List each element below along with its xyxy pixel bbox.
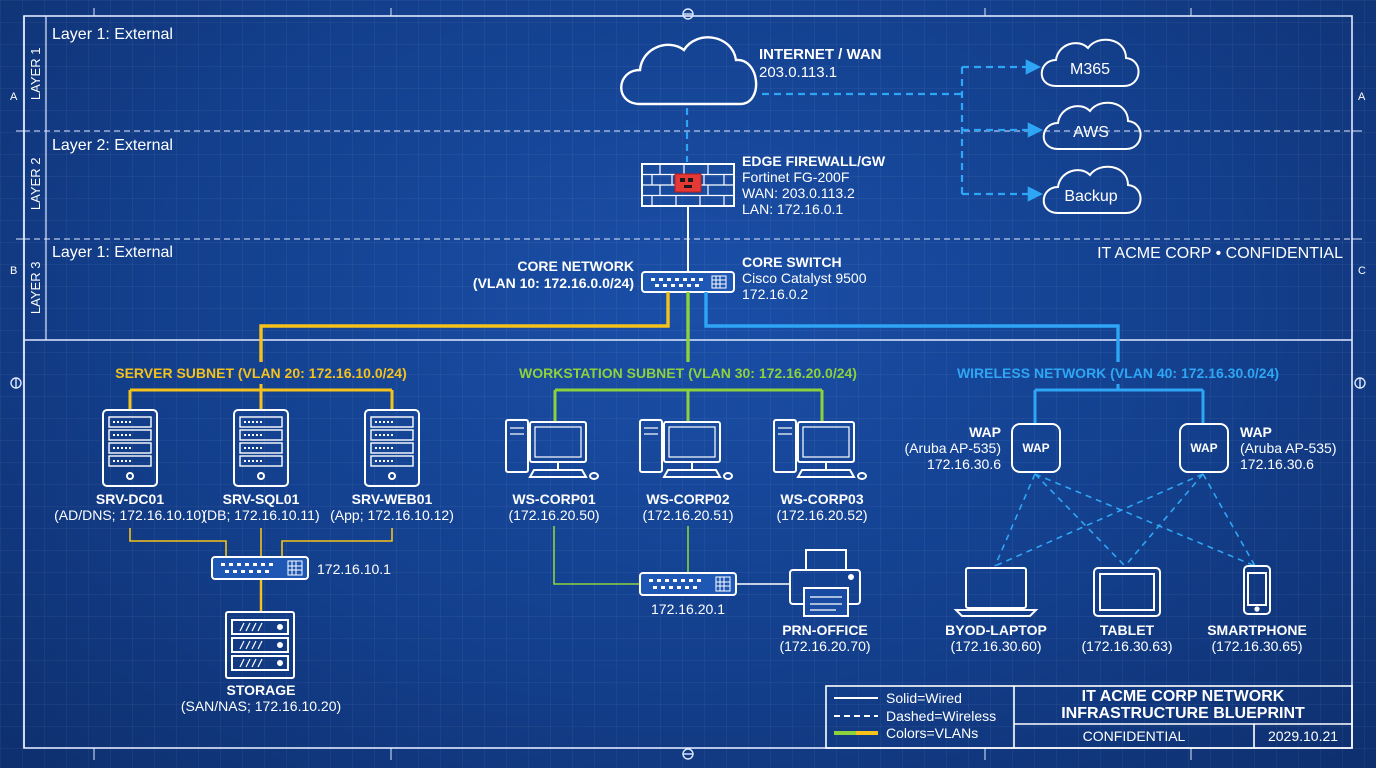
grid-ref-left-a: A (10, 91, 18, 103)
wireless-vlan-uplink (704, 292, 1120, 362)
wap-1-icon (1011, 423, 1061, 473)
client-laptop-name: BYOD-LAPTOP (945, 622, 1047, 638)
wap-2-title: WAP (1240, 424, 1272, 440)
server-subnet-title: SERVER SUBNET (VLAN 20: 172.16.10.0/24) (115, 365, 407, 381)
wap-2-ip: 172.16.30.6 (1240, 456, 1314, 472)
laptop-icon (953, 567, 1039, 617)
grid-ref-right-a: A (1358, 91, 1366, 103)
core-switch-title: CORE SWITCH (742, 254, 842, 270)
legend-solid: Solid=Wired (886, 690, 962, 706)
server-2-name: SRV-SQL01 (222, 491, 300, 507)
smartphone-icon (1243, 565, 1271, 615)
core-network-title: CORE NETWORK (517, 258, 634, 274)
legend-box (825, 685, 1353, 749)
layer-1-side-label: LAYER 1 (28, 47, 44, 101)
cloud-service-m365: M365 (1069, 61, 1111, 78)
workstation-bus (553, 388, 824, 422)
core-network-vlan: (VLAN 10: 172.16.0.0/24) (472, 275, 634, 291)
workstation-switch-ip: 172.16.20.1 (651, 601, 725, 617)
workstation-3-ip: (172.16.20.52) (776, 507, 868, 523)
workstation-1-ip: (172.16.20.50) (508, 507, 600, 523)
wireless-links (994, 473, 1256, 567)
firewall-wan: WAN: 203.0.113.2 (742, 185, 855, 201)
layer-2-title: Layer 2: External (52, 137, 173, 154)
backup-cloud-icon (1042, 165, 1142, 214)
core-switch-ip: 172.16.0.2 (742, 286, 809, 302)
server-3-detail: (App; 172.16.10.12) (330, 507, 454, 523)
layer-3-side-label: LAYER 3 (28, 261, 44, 315)
legend-colors: Colors=VLANs (886, 725, 979, 741)
wap-1-title: WAP (969, 424, 1001, 440)
server-rack-icon (233, 409, 289, 487)
aws-cloud-icon (1042, 101, 1142, 150)
workstation-switch-icon (639, 572, 737, 596)
grid-ref-right-c: C (1358, 265, 1366, 277)
wap-2-icon (1179, 423, 1229, 473)
server-2-detail: (DB; 172.16.10.11) (202, 507, 320, 523)
server-switch-icon (211, 556, 309, 580)
wap-2-badge: WAP (1190, 441, 1218, 455)
core-switch-model: Cisco Catalyst 9500 (742, 270, 867, 286)
confidential-banner: IT ACME CORP • CONFIDENTIAL (1097, 245, 1343, 262)
core-switch-icon (641, 271, 735, 293)
printer-name: PRN-OFFICE (782, 622, 868, 638)
layer-1-title: Layer 1: External (52, 26, 173, 43)
title-block-line-1: IT ACME CORP NETWORK (1081, 688, 1285, 705)
wap-1-model: (Aruba AP-535) (904, 440, 1002, 456)
server-vlan-uplink (259, 292, 670, 362)
storage-icon (225, 611, 295, 679)
cloud-service-backup: Backup (1064, 188, 1118, 205)
server-rack-icon (102, 409, 158, 487)
tablet-icon (1093, 567, 1161, 617)
client-tablet-ip: (172.16.30.63) (1081, 638, 1173, 654)
server-1-name: SRV-DC01 (95, 491, 165, 507)
firewall-title: EDGE FIREWALL/GW (742, 153, 886, 169)
client-smartphone-ip: (172.16.30.65) (1211, 638, 1303, 654)
server-bus (128, 384, 394, 410)
workstation-icon (773, 419, 867, 480)
server-3-name: SRV-WEB01 (351, 491, 433, 507)
grid-ref-left-b: B (10, 265, 18, 277)
m365-cloud-icon (1040, 38, 1140, 87)
printer-icon (789, 549, 861, 617)
internet-cloud-icon (620, 36, 758, 106)
layer-2-side-label: LAYER 2 (28, 157, 44, 211)
legend-dashed: Dashed=Wireless (886, 708, 997, 724)
title-block-date: 2029.10.21 (1267, 728, 1339, 744)
title-block-line-2: INFRASTRUCTURE BLUEPRINT (1061, 705, 1305, 722)
cloud-service-aws: AWS (1073, 124, 1109, 141)
server-switch-ip: 172.16.10.1 (317, 561, 391, 577)
client-laptop-ip: (172.16.30.60) (950, 638, 1042, 654)
workstation-3-name: WS-CORP03 (780, 491, 864, 507)
client-smartphone-name: SMARTPHONE (1207, 622, 1307, 638)
cloud-service-links (685, 59, 1044, 202)
title-block-classification: CONFIDENTIAL (1082, 728, 1186, 744)
wap-1-badge: WAP (1022, 441, 1050, 455)
server-rack-icon (364, 409, 420, 487)
workstation-2-name: WS-CORP02 (646, 491, 730, 507)
workstation-icon (505, 419, 599, 480)
layer-3-title: Layer 1: External (52, 244, 173, 261)
firewall-icon (641, 163, 735, 207)
wireless-network-title: WIRELESS NETWORK (VLAN 40: 172.16.30.0/2… (956, 365, 1280, 381)
client-tablet-name: TABLET (1099, 622, 1155, 638)
printer-ip: (172.16.20.70) (779, 638, 871, 654)
storage-detail: (SAN/NAS; 172.16.10.20) (180, 698, 342, 714)
storage-name: STORAGE (226, 682, 296, 698)
firewall-lan: LAN: 172.16.0.1 (742, 201, 844, 217)
wap-2-model: (Aruba AP-535) (1240, 440, 1337, 456)
wap-1-ip: 172.16.30.6 (927, 456, 1001, 472)
firewall-model: Fortinet FG-200F (742, 169, 850, 185)
workstation-2-ip: (172.16.20.51) (642, 507, 734, 523)
internet-ip: 203.0.113.1 (759, 64, 838, 81)
workstation-icon (639, 419, 733, 480)
wireless-bus (1033, 384, 1205, 424)
workstation-1-name: WS-CORP01 (512, 491, 596, 507)
workstation-subnet-title: WORKSTATION SUBNET (VLAN 30: 172.16.20.0… (519, 365, 857, 381)
internet-title: INTERNET / WAN (759, 46, 882, 63)
server-1-detail: (AD/DNS; 172.16.10.10) (54, 507, 206, 523)
